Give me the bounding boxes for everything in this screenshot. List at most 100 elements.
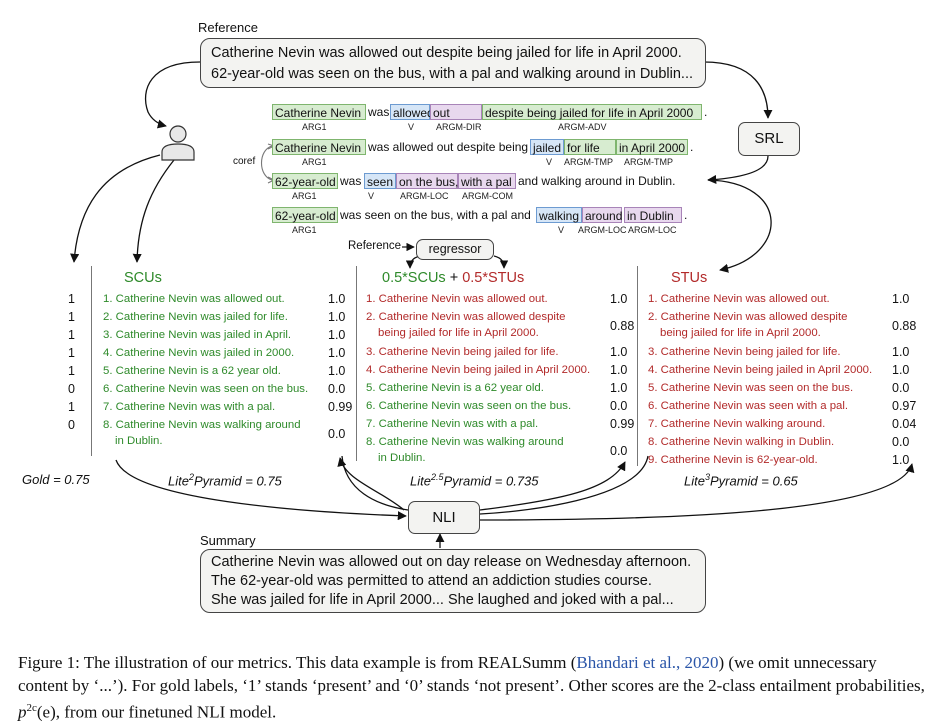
- gold-label: 1: [68, 310, 75, 324]
- arrow-reference-to-user: [144, 61, 201, 129]
- list-item: 1. Catherine Nevin was allowed out.: [648, 293, 830, 305]
- arrow-user-to-gold: [70, 154, 161, 263]
- regressor-input-label: Reference: [348, 240, 402, 252]
- list-item: 2. Catherine Nevin was allowed despite: [648, 311, 848, 323]
- list-item: 1. Catherine Nevin was allowed out.: [366, 293, 548, 305]
- column-divider: [356, 266, 357, 461]
- arrow-user-to-scus: [132, 159, 175, 263]
- srl-span: out: [430, 104, 482, 120]
- list-item: 2. Catherine Nevin was allowed despite: [366, 311, 566, 323]
- list-item: 3. Catherine Nevin being jailed for life…: [366, 346, 559, 358]
- srl-role-label: V: [408, 122, 415, 132]
- srl-text: .: [690, 140, 694, 154]
- item-score: 1.0: [892, 292, 910, 306]
- lite2-score: Lite2Pyramid = 0.75: [168, 472, 282, 489]
- srl-role-label: ARGM-LOC: [578, 225, 627, 235]
- list-item: 9. Catherine Nevin is 62-year-old.: [648, 454, 818, 466]
- srl-role-label: ARGM-ADV: [558, 122, 607, 132]
- arrow-reference-to-srl: [703, 61, 773, 119]
- srl-span: around: [582, 207, 622, 223]
- item-score: 1.0: [328, 346, 346, 360]
- srl-span: jailed: [530, 139, 564, 155]
- item-score: 0.88: [610, 319, 635, 333]
- coref-bracket: [260, 145, 273, 181]
- list-item: 4. Catherine Nevin being jailed in April…: [366, 364, 591, 376]
- gold-score: Gold = 0.75: [22, 472, 90, 487]
- gold-label: 1: [68, 346, 75, 360]
- scus-title: SCUs: [124, 270, 162, 286]
- stus-title: STUs: [671, 270, 708, 286]
- srl-text: .: [704, 105, 708, 119]
- srl-role-label: ARGM-TMP: [564, 157, 613, 167]
- item-score: 0.04: [892, 417, 917, 431]
- item-score: 1.0: [892, 453, 910, 467]
- arrow-srl-to-stus: [707, 179, 772, 273]
- column-divider: [637, 266, 638, 466]
- list-item: 7. Catherine Nevin was with a pal.: [103, 401, 276, 413]
- list-item: 5. Catherine Nevin is a 62 year old.: [366, 382, 544, 394]
- arrow-srl-to-rows: [707, 155, 769, 185]
- list-item-continued: being jailed for life in April 2000.: [378, 327, 539, 339]
- item-score: 1.0: [610, 363, 628, 377]
- srl-span: Catherine Nevin: [272, 139, 366, 155]
- lite3-score: Lite3Pyramid = 0.65: [684, 472, 798, 489]
- srl-span: in Dublin: [624, 207, 682, 223]
- srl-span: 62-year-old: [272, 173, 338, 189]
- item-score: 0.88: [892, 319, 917, 333]
- reference-line: Catherine Nevin was allowed out despite …: [211, 45, 682, 61]
- srl-text: and walking around in Dublin.: [518, 174, 676, 188]
- srl-row: Catherine Nevin was allowed out despite …: [272, 104, 722, 132]
- arrow-nli-to-lite25: [479, 461, 626, 511]
- mix-title-stus: 0.5*STUs: [462, 270, 525, 286]
- srl-span: 62-year-old: [272, 207, 338, 223]
- srl-span: in April 2000: [616, 139, 688, 155]
- list-item-continued: in Dublin.: [115, 435, 163, 447]
- arrow-stus-to-nli: [479, 455, 649, 515]
- srl-role-label: ARGM-TMP: [624, 157, 673, 167]
- gold-label: 1: [68, 400, 75, 414]
- list-item: 7. Catherine Nevin walking around.: [648, 418, 826, 430]
- list-item: 1. Catherine Nevin was allowed out.: [103, 293, 285, 305]
- column-divider: [91, 266, 92, 456]
- user-icon: [161, 125, 195, 161]
- item-score: 0.0: [610, 444, 628, 458]
- srl-node: SRL: [738, 122, 800, 156]
- srl-text: was: [340, 174, 362, 188]
- item-score: 1.0: [328, 292, 346, 306]
- summary-label: Summary: [200, 533, 256, 548]
- summary-line: The 62-year-old was permitted to attend …: [211, 573, 652, 589]
- item-score: 1.0: [328, 328, 346, 342]
- item-score: 0.0: [610, 399, 628, 413]
- list-item: 3. Catherine Nevin being jailed for life…: [648, 346, 841, 358]
- srl-role-label: ARGM-LOC: [400, 191, 449, 201]
- list-item: 4. Catherine Nevin being jailed in April…: [648, 364, 873, 376]
- srl-span: seen: [364, 173, 396, 189]
- srl-text: was seen on the bus, with a pal and: [340, 208, 531, 222]
- srl-text: .: [684, 208, 688, 222]
- srl-text: was: [368, 105, 390, 119]
- list-item-continued: in Dublin.: [378, 452, 426, 464]
- item-score: 1.0: [892, 345, 910, 359]
- nli-node: NLI: [408, 501, 480, 534]
- srl-span: walking: [536, 207, 582, 223]
- figure-caption: Figure 1: The illustration of our metric…: [18, 653, 925, 722]
- item-score: 1.0: [892, 363, 910, 377]
- citation-link[interactable]: Bhandari et al., 2020: [576, 653, 719, 672]
- item-score: 0.0: [892, 381, 910, 395]
- srl-role-label: ARGM-COM: [462, 191, 513, 201]
- arrow-nli-to-lite3: [479, 463, 915, 521]
- gold-label: 1: [68, 328, 75, 342]
- srl-span: despite being jailed for life in April 2…: [482, 104, 702, 120]
- mix-title: 0.5*SCUs + 0.5*STUs: [382, 270, 524, 286]
- arrow-regressor-right: [493, 255, 509, 269]
- lite25-score: Lite2.5Pyramid = 0.735: [410, 472, 539, 489]
- list-item: 3. Catherine Nevin was jailed in April.: [103, 329, 292, 341]
- srl-row: Catherine Nevin was allowed out despite …: [272, 139, 722, 167]
- mix-title-plus: +: [445, 270, 463, 286]
- gold-label: 0: [68, 418, 75, 432]
- mix-title-scus: 0.5*SCUs: [382, 270, 446, 286]
- item-score: 0.0: [328, 382, 346, 396]
- srl-role-label: ARG1: [292, 191, 317, 201]
- item-score: 0.99: [610, 417, 635, 431]
